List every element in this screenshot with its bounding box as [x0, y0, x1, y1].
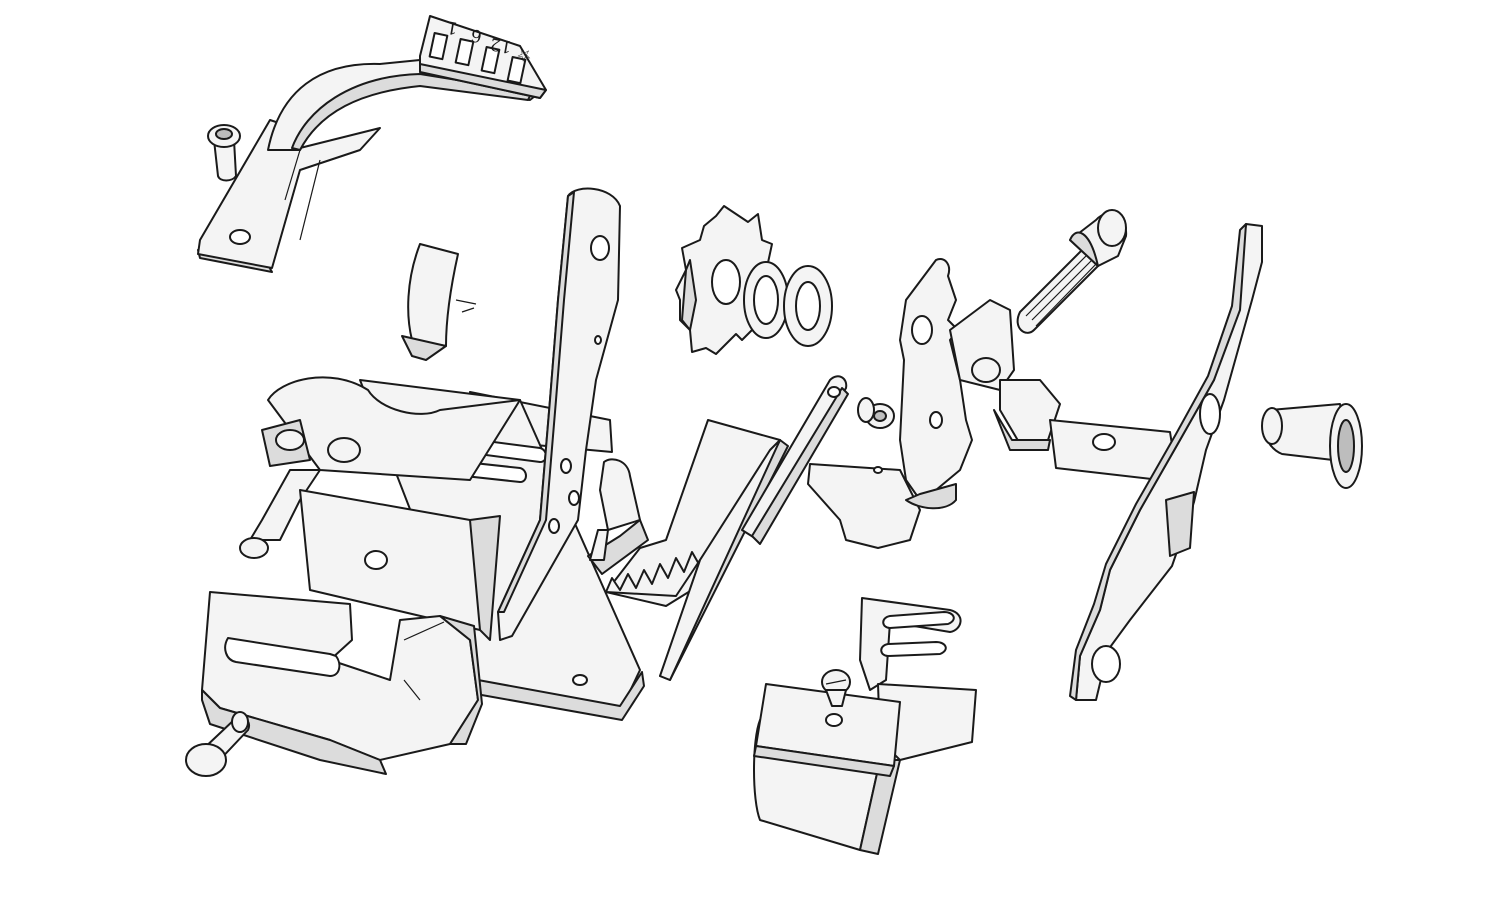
washer-small	[783, 265, 833, 347]
stitch-length-lever	[197, 59, 541, 273]
stitch-gauge-plate: 1 6 12 ☆	[419, 15, 547, 99]
washer-large	[743, 261, 789, 339]
bottom-left-pin	[185, 711, 250, 777]
long-adjusting-screw	[1016, 209, 1128, 334]
long-link-bar	[741, 375, 849, 545]
lever-pivot-hole	[229, 229, 251, 245]
right-long-bracket	[1049, 223, 1263, 701]
arm-pivot-hole	[590, 235, 610, 261]
small-spacer	[857, 397, 895, 429]
main-base-frame	[201, 376, 645, 775]
right-bushing	[1261, 403, 1363, 489]
gauge-label-star: ☆	[515, 44, 533, 66]
upright-arm-plate	[497, 187, 621, 641]
gauge-label-6: 6	[469, 24, 483, 46]
gauge-label-12: 12	[489, 33, 514, 56]
serrated-feed-blade	[605, 419, 789, 681]
center-bracket-plate	[807, 258, 1061, 549]
curved-spring-clip	[401, 243, 477, 361]
gauge-label-1: 1	[445, 16, 459, 38]
small-angle-bracket	[587, 458, 649, 575]
small-rivet	[207, 124, 241, 182]
presser-foot-assembly	[753, 597, 977, 855]
